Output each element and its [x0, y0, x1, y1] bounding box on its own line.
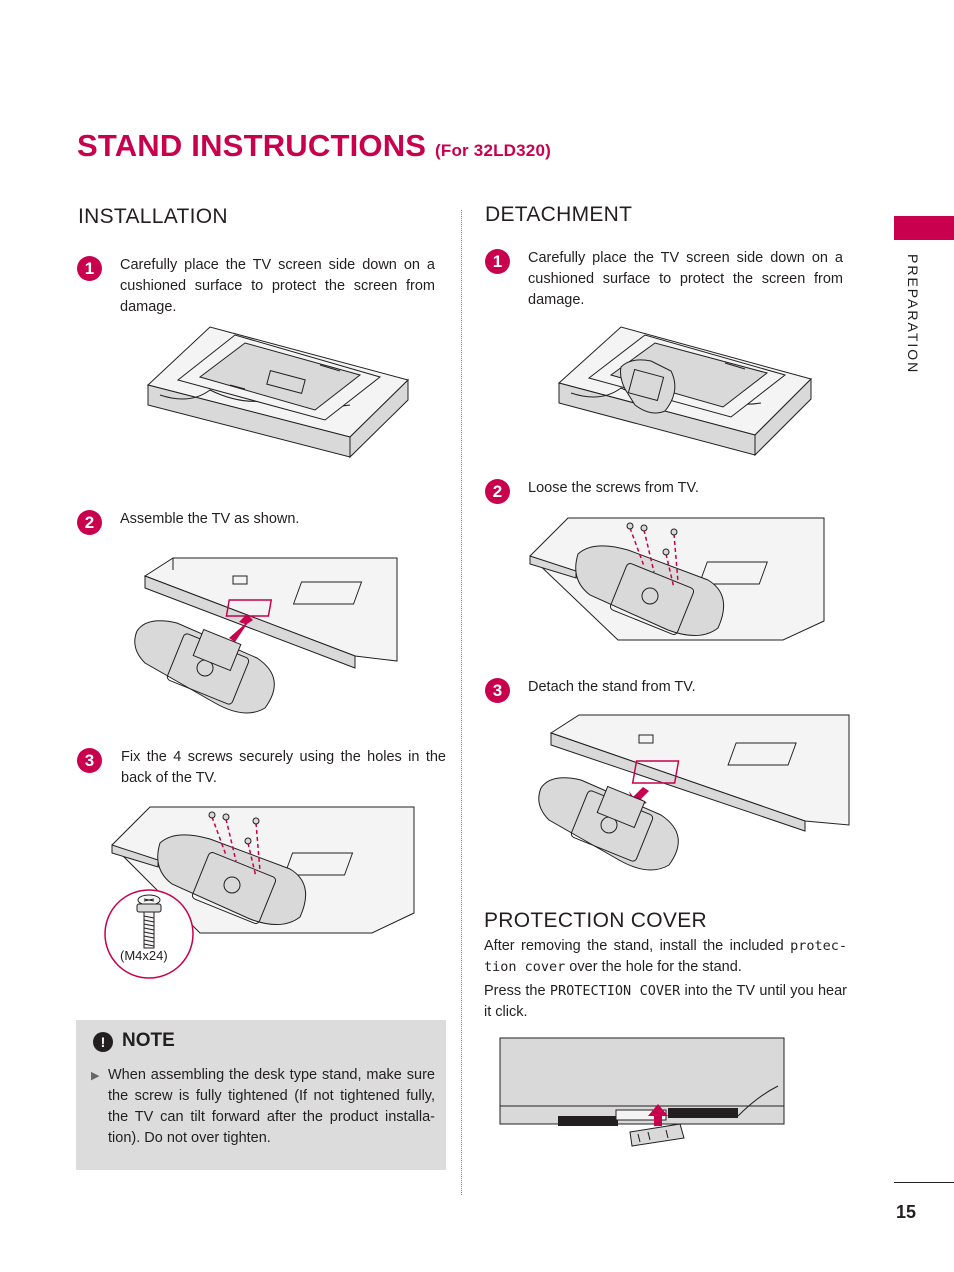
column-divider [461, 210, 462, 1195]
protection-cover-paragraph-1: After removing the stand, install the in… [484, 936, 847, 978]
note-bullet-text: When assembling the desk type stand, mak… [108, 1067, 435, 1146]
installation-step-1-text: Carefully place the TV screen side down … [120, 257, 435, 315]
protection-cover-illustration [499, 1037, 785, 1147]
loosen-screws-illustration [529, 517, 825, 641]
detachment-step-2-text: Loose the screws from TV. [528, 480, 699, 496]
screw-size-label: (M4x24) [120, 948, 168, 963]
detachment-step-2-number: 2 [485, 479, 510, 504]
page-number: 15 [896, 1202, 917, 1222]
bullet-triangle-icon: ▶ [91, 1070, 100, 1082]
installation-step-2-number: 2 [77, 510, 102, 535]
installation-step-2-text: Assemble the TV as shown. [120, 511, 300, 527]
protection-cover-p2-after: into the TV until you hear it click. [484, 983, 847, 1020]
detachment-heading: DETACHMENT [485, 203, 633, 226]
note-heading: NOTE [122, 1030, 175, 1051]
tv-on-cushion-illustration [146, 326, 409, 459]
page-title: STAND INSTRUCTIONS (For 32LD320) [77, 128, 551, 164]
detachment-step-3-number: 3 [485, 678, 510, 703]
detach-stand-illustration [538, 714, 850, 871]
protection-cover-p2-before: Press the [484, 983, 550, 999]
protection-cover-heading: PROTECTION COVER [484, 909, 707, 932]
fix-screws-illustration [111, 806, 415, 934]
protection-cover-paragraph-2: Press the PROTECTION COVER into the TV u… [484, 981, 847, 1023]
protection-cover-p1-term: protec- tion cover [484, 938, 847, 975]
detachment-step-3-text: Detach the stand from TV. [528, 679, 696, 695]
page-title-main: STAND INSTRUCTIONS [77, 128, 427, 163]
tv-with-stand-on-cushion-illustration [557, 326, 812, 457]
section-tab-label: PREPARATION [905, 254, 921, 375]
installation-heading: INSTALLATION [78, 205, 228, 228]
page-number-rule [894, 1182, 954, 1183]
detachment-step-1-text: Carefully place the TV screen side down … [528, 250, 843, 308]
exclamation-icon: ! [93, 1032, 113, 1052]
screw-icon [104, 889, 194, 979]
assemble-stand-illustration [134, 557, 398, 714]
protection-cover-p1-after: over the hole for the stand. [565, 959, 742, 975]
installation-step-3-text: Fix the 4 screws securely using the hole… [121, 749, 446, 786]
page-title-model: (For 32LD320) [435, 141, 551, 160]
installation-step-3-number: 3 [77, 748, 102, 773]
section-tab-marker [894, 216, 954, 240]
installation-step-1-number: 1 [77, 256, 102, 281]
protection-cover-p1-before: After removing the stand, install the in… [484, 938, 791, 954]
note-box [76, 1020, 446, 1170]
protection-cover-p2-term: PROTECTION COVER [549, 983, 681, 999]
detachment-step-1-number: 1 [485, 249, 510, 274]
